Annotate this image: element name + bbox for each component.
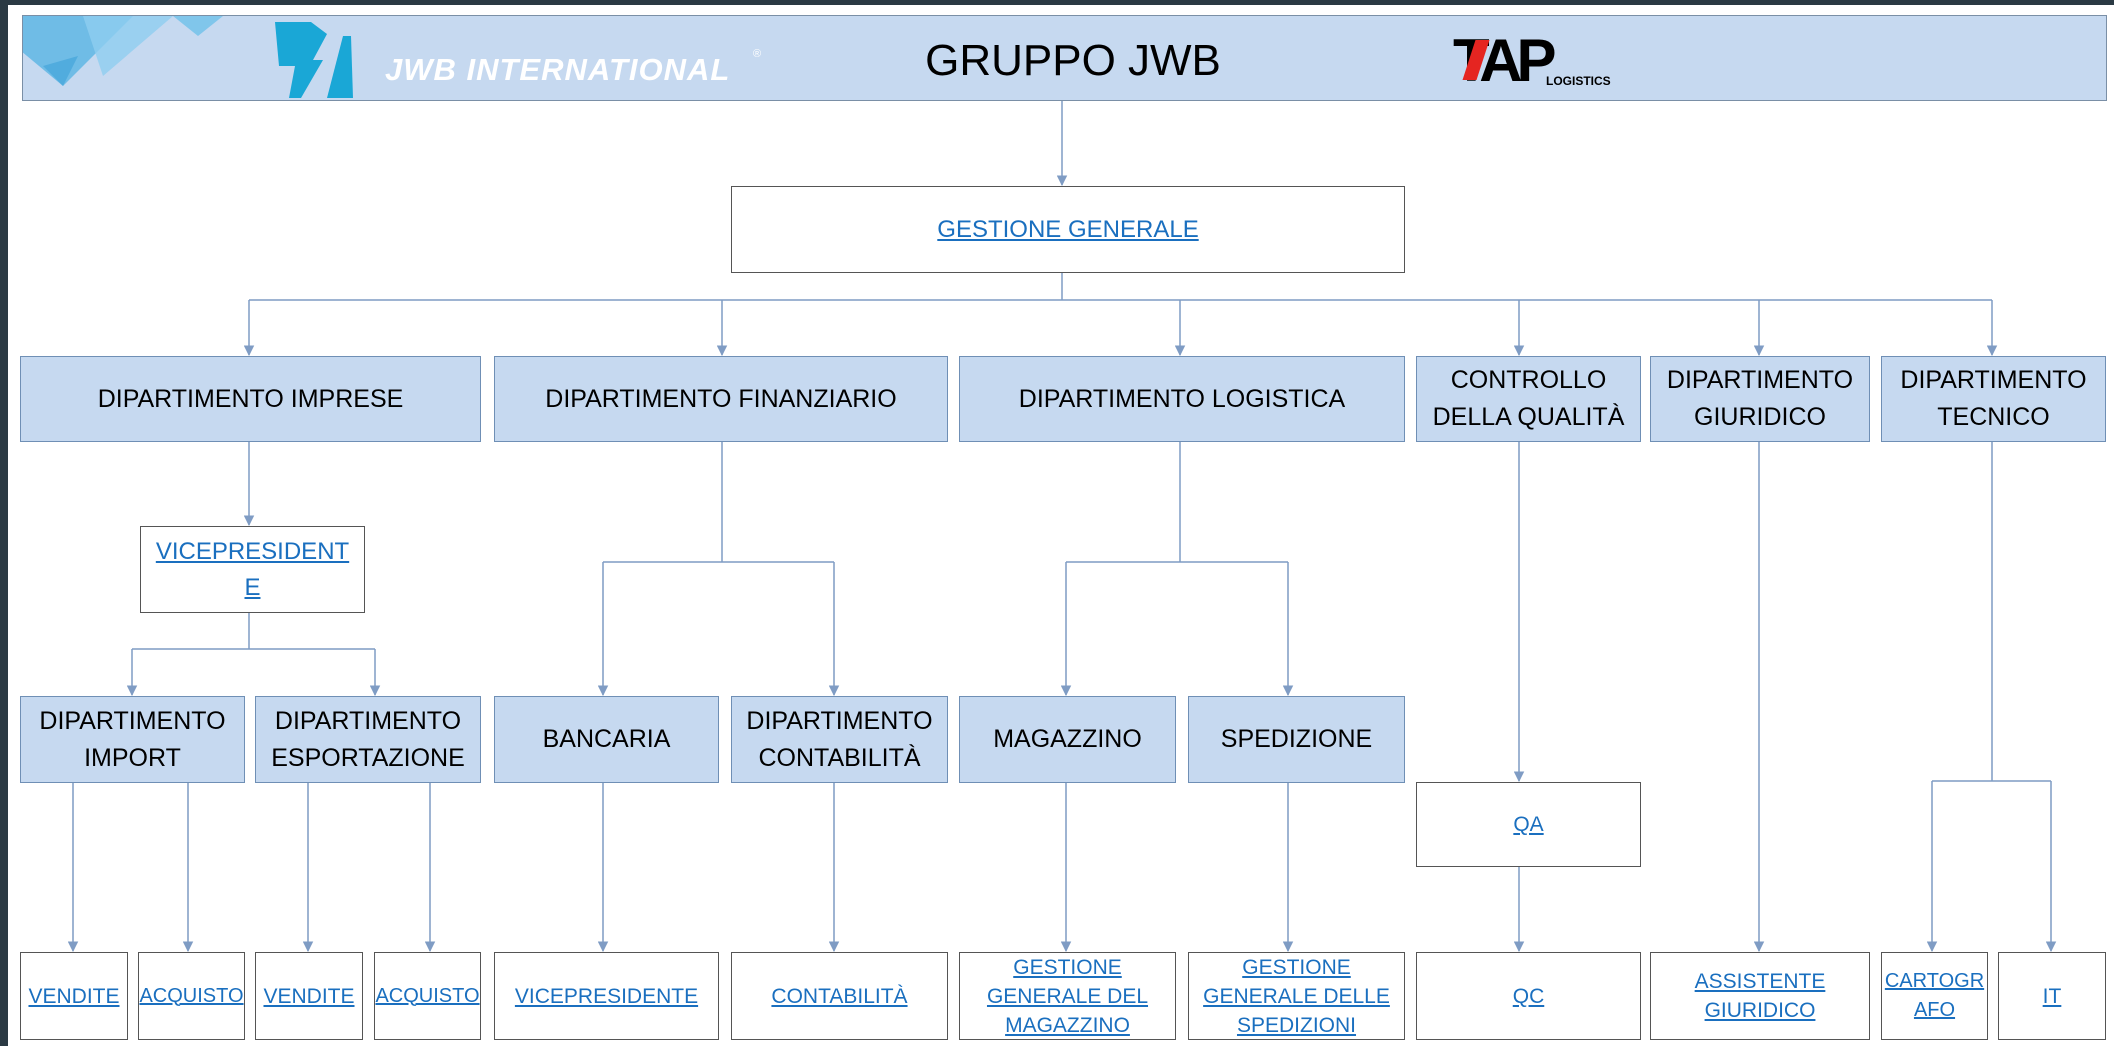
node-dipartimento-contabilita: DIPARTIMENTO CONTABILITÀ bbox=[731, 696, 948, 783]
node-gestione-magazzino-line1[interactable]: GESTIONE bbox=[1013, 955, 1122, 979]
node-assistente-giuridico-line1[interactable]: ASSISTENTE bbox=[1694, 970, 1826, 993]
org-chart-canvas: JWB INTERNATIONAL ® GRUPPO JWB TAP LOGIS… bbox=[8, 5, 2114, 1046]
node-dipartimento-tecnico-line1: DIPARTIMENTO bbox=[1900, 366, 2087, 394]
node-contabilita[interactable]: CONTABILITÀ bbox=[731, 952, 948, 1040]
node-qa-label[interactable]: QA bbox=[1513, 813, 1544, 836]
node-dipartimento-tecnico-line2: TECNICO bbox=[1937, 403, 2050, 431]
node-dipartimento-giuridico: DIPARTIMENTO GIURIDICO bbox=[1650, 356, 1870, 442]
node-gestione-spedizioni[interactable]: GESTIONE GENERALE DELLE SPEDIZIONI bbox=[1188, 952, 1405, 1040]
node-magazzino-label: MAGAZZINO bbox=[993, 725, 1142, 753]
node-gestione-spedizioni-line3[interactable]: SPEDIZIONI bbox=[1236, 1013, 1357, 1037]
header-banner: JWB INTERNATIONAL ® GRUPPO JWB TAP LOGIS… bbox=[22, 15, 2107, 101]
node-vicepresidente-finanza-label[interactable]: VICEPRESIDENTE bbox=[514, 984, 699, 1008]
node-dipartimento-tecnico: DIPARTIMENTO TECNICO bbox=[1881, 356, 2106, 442]
node-gestione-magazzino-line3[interactable]: MAGAZZINO bbox=[1005, 1013, 1130, 1037]
node-acquisto-import-label[interactable]: ACQUISTO bbox=[139, 984, 244, 1007]
node-bancaria-label: BANCARIA bbox=[542, 725, 671, 753]
node-controllo-qualita-line2: DELLA QUALITÀ bbox=[1432, 403, 1625, 431]
jwb-logo-icon bbox=[275, 22, 353, 98]
node-dipartimento-imprese-label: DIPARTIMENTO IMPRESE bbox=[97, 384, 404, 413]
node-vicepresidente-line1[interactable]: VICEPRESIDENT bbox=[155, 537, 350, 565]
node-dipartimento-contabilita-line2: CONTABILITÀ bbox=[758, 743, 921, 772]
node-spedizione: SPEDIZIONE bbox=[1188, 696, 1405, 783]
node-dipartimento-imprese: DIPARTIMENTO IMPRESE bbox=[20, 356, 481, 442]
node-vendite-export[interactable]: VENDITE bbox=[255, 952, 363, 1040]
node-dipartimento-import: DIPARTIMENTO IMPORT bbox=[20, 696, 245, 783]
node-qc-label[interactable]: QC bbox=[1512, 984, 1545, 1008]
node-dipartimento-import-line2: IMPORT bbox=[84, 743, 181, 772]
node-cartografo-line1[interactable]: CARTOGR bbox=[1884, 970, 1985, 992]
node-dipartimento-finanziario: DIPARTIMENTO FINANZIARIO bbox=[494, 356, 948, 442]
node-dipartimento-contabilita-line1: DIPARTIMENTO bbox=[746, 706, 933, 735]
node-cartografo[interactable]: CARTOGR AFO bbox=[1881, 952, 1988, 1040]
node-vicepresidente-finanza[interactable]: VICEPRESIDENTE bbox=[494, 952, 719, 1040]
node-vendite-import-label[interactable]: VENDITE bbox=[28, 984, 120, 1008]
page-title: GRUPPO JWB bbox=[925, 36, 1221, 85]
node-vendite-import[interactable]: VENDITE bbox=[20, 952, 128, 1040]
tap-logo-subtitle: LOGISTICS bbox=[1546, 74, 1611, 88]
node-dipartimento-import-line1: DIPARTIMENTO bbox=[39, 706, 226, 735]
node-magazzino: MAGAZZINO bbox=[959, 696, 1176, 783]
node-bancaria: BANCARIA bbox=[494, 696, 719, 783]
node-acquisto-export[interactable]: ACQUISTO bbox=[374, 952, 481, 1040]
node-gestione-magazzino[interactable]: GESTIONE GENERALE DEL MAGAZZINO bbox=[959, 952, 1176, 1040]
node-assistente-giuridico[interactable]: ASSISTENTE GIURIDICO bbox=[1650, 952, 1870, 1040]
node-dipartimento-logistica: DIPARTIMENTO LOGISTICA bbox=[959, 356, 1405, 442]
connector-lines bbox=[67, 101, 2057, 953]
node-dipartimento-finanziario-label: DIPARTIMENTO FINANZIARIO bbox=[545, 384, 897, 413]
node-assistente-giuridico-line2[interactable]: GIURIDICO bbox=[1704, 999, 1816, 1022]
node-vendite-export-label[interactable]: VENDITE bbox=[263, 984, 355, 1008]
node-controllo-qualita: CONTROLLO DELLA QUALITÀ bbox=[1416, 356, 1641, 442]
node-dipartimento-giuridico-line1: DIPARTIMENTO bbox=[1666, 366, 1854, 394]
node-dipartimento-logistica-label: DIPARTIMENTO LOGISTICA bbox=[1018, 384, 1346, 413]
node-gestione-spedizioni-line2[interactable]: GENERALE DELLE bbox=[1203, 984, 1390, 1008]
node-vicepresidente-line2[interactable]: E bbox=[244, 573, 261, 601]
registered-mark: ® bbox=[753, 48, 762, 60]
node-cartografo-line2[interactable]: AFO bbox=[1913, 999, 1956, 1021]
node-acquisto-import[interactable]: ACQUISTO bbox=[138, 952, 245, 1040]
node-qc[interactable]: QC bbox=[1416, 952, 1641, 1040]
node-gestione-generale[interactable]: GESTIONE GENERALE bbox=[731, 186, 1405, 273]
node-qa[interactable]: QA bbox=[1416, 782, 1641, 867]
node-spedizione-label: SPEDIZIONE bbox=[1220, 725, 1373, 753]
node-gestione-spedizioni-line1[interactable]: GESTIONE bbox=[1242, 955, 1351, 979]
node-dipartimento-esportazione-line1: DIPARTIMENTO bbox=[274, 706, 462, 735]
node-dipartimento-esportazione: DIPARTIMENTO ESPORTAZIONE bbox=[255, 696, 481, 783]
node-controllo-qualita-line1: CONTROLLO bbox=[1450, 366, 1607, 394]
decorative-diamonds bbox=[23, 16, 223, 86]
node-it-label[interactable]: IT bbox=[2042, 984, 2062, 1008]
node-vicepresidente[interactable]: VICEPRESIDENT E bbox=[140, 526, 365, 613]
node-dipartimento-esportazione-line2: ESPORTAZIONE bbox=[271, 743, 465, 772]
node-acquisto-export-label[interactable]: ACQUISTO bbox=[375, 984, 480, 1007]
tap-logistics-logo: TAP LOGISTICS bbox=[1453, 26, 1613, 94]
node-contabilita-label[interactable]: CONTABILITÀ bbox=[771, 984, 908, 1008]
node-gestione-generale-label[interactable]: GESTIONE GENERALE bbox=[937, 215, 1199, 243]
node-gestione-magazzino-line2[interactable]: GENERALE DEL bbox=[986, 984, 1149, 1008]
jwb-logo-text: JWB INTERNATIONAL bbox=[385, 52, 731, 87]
node-dipartimento-giuridico-line2: GIURIDICO bbox=[1694, 403, 1826, 431]
node-it[interactable]: IT bbox=[1998, 952, 2106, 1040]
